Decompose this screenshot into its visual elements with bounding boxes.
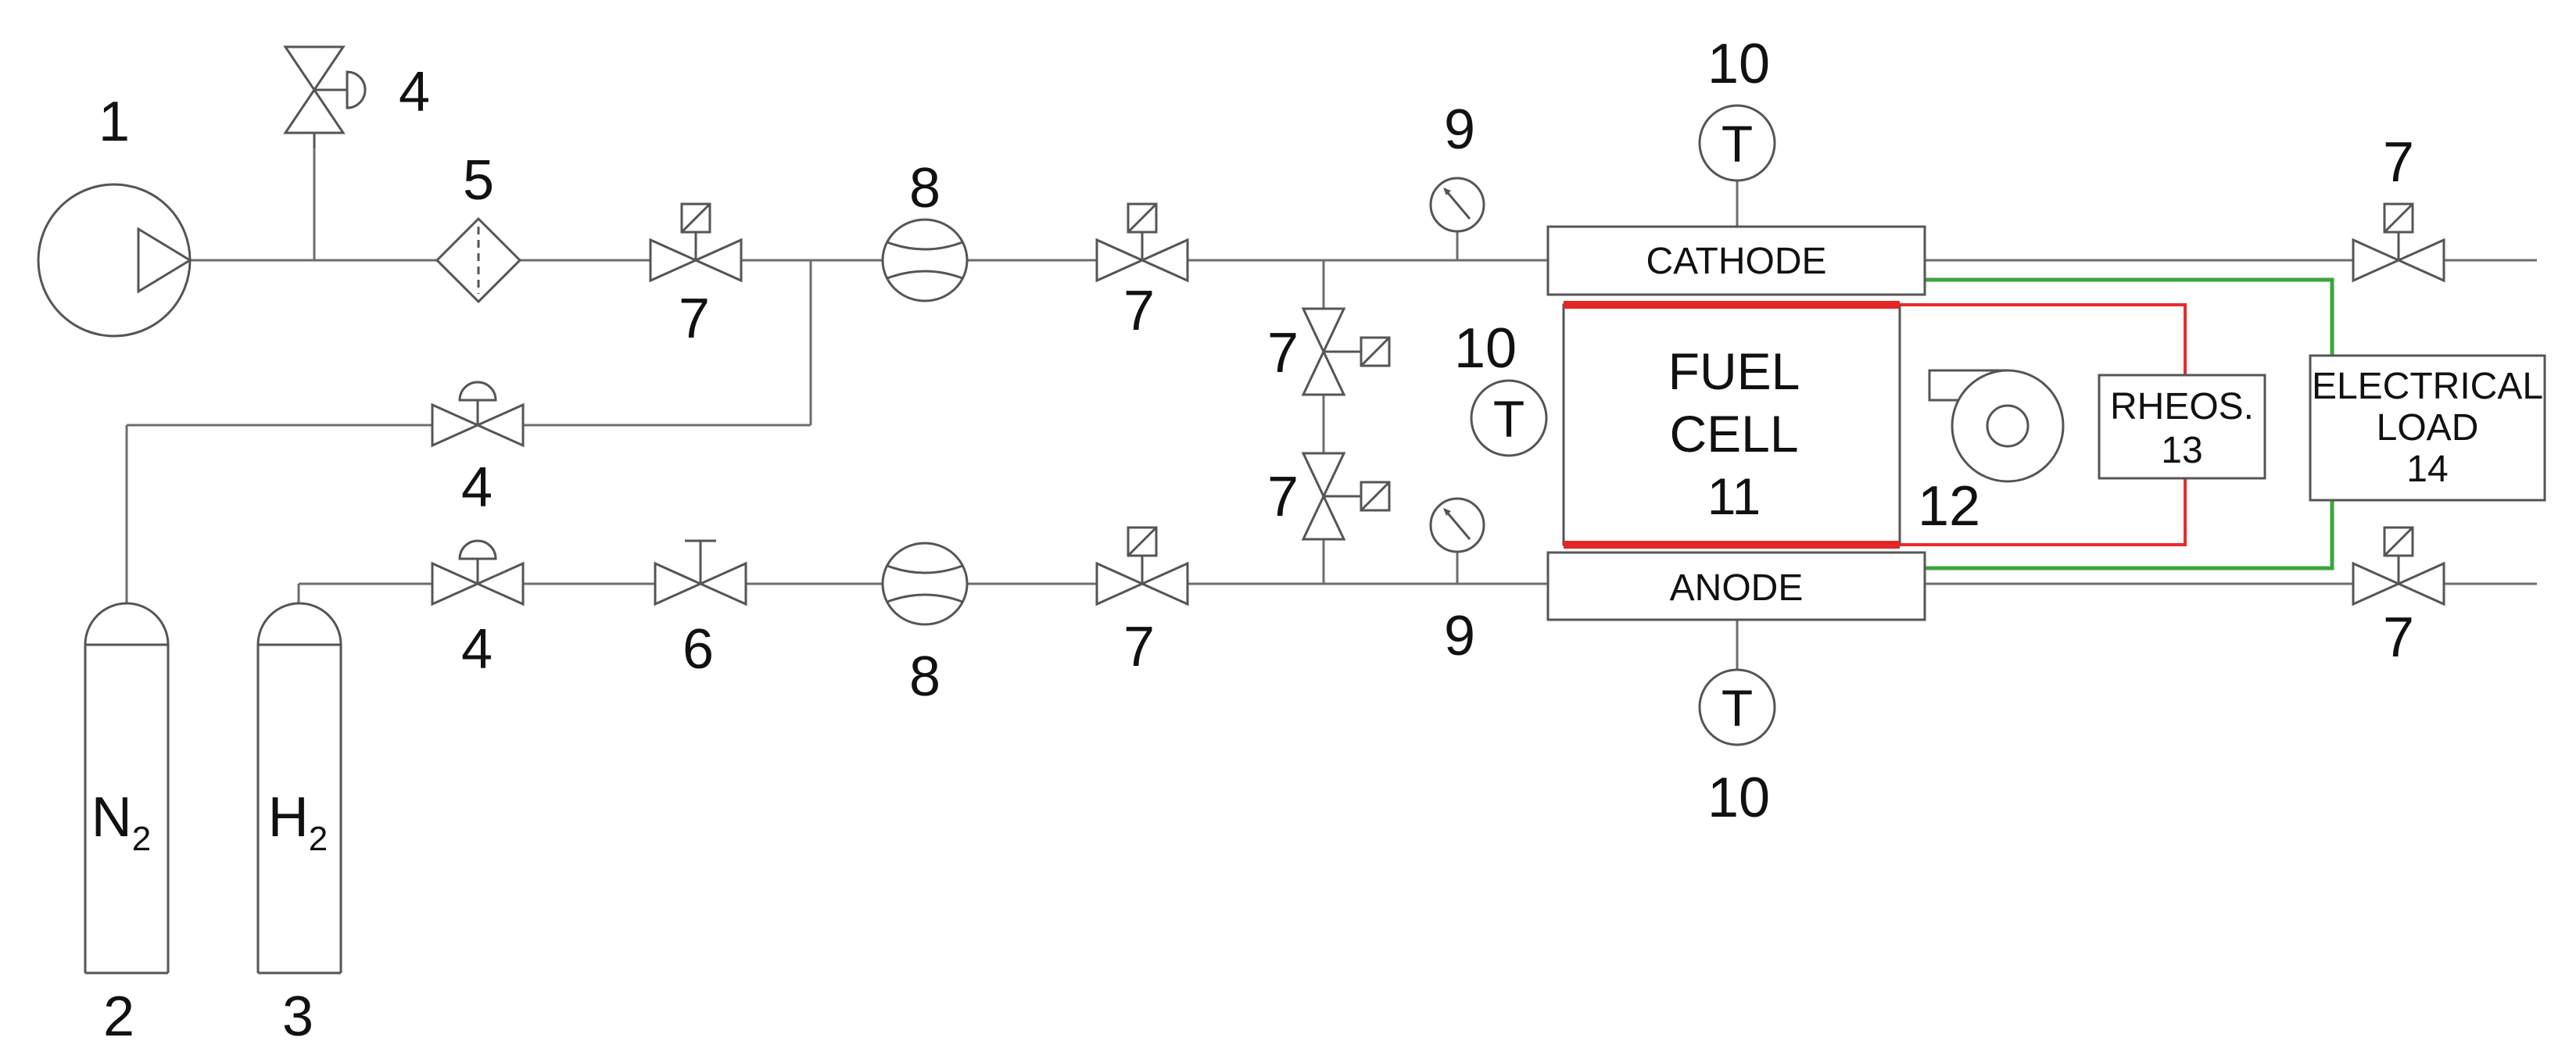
solenoid-valve-air — [649, 202, 743, 283]
label-temp-anode: 10 — [1707, 767, 1770, 829]
rheostat-number: 13 — [2161, 430, 2202, 471]
label-gauge-cathode: 9 — [1444, 98, 1475, 161]
label-solenoid-bypass-top: 7 — [1267, 322, 1299, 385]
label-regulator-n2: 4 — [461, 456, 493, 519]
label-solenoid-anode-in: 7 — [1123, 616, 1155, 678]
fuel-cell-label-line2: CELL — [1669, 405, 1798, 463]
label-relief-valve: 4 — [399, 61, 430, 123]
label-solenoid-cathode-out: 7 — [2383, 131, 2414, 194]
temperature-sensor-label: T — [1722, 115, 1753, 173]
electrical-load-number: 14 — [2406, 449, 2448, 490]
n2-label: N2 — [91, 786, 151, 858]
solenoid-valve-cathode-outlet — [2352, 202, 2445, 283]
pressure-gauge-anode — [1429, 497, 1485, 553]
temperature-sensor-label: T — [1493, 390, 1524, 448]
label-temp-cell: 10 — [1454, 317, 1517, 380]
label-compressor: 1 — [99, 91, 130, 153]
wiring — [1900, 277, 2334, 570]
anode-block: ANODE — [1546, 551, 1926, 621]
label-fan: 12 — [1918, 475, 1980, 538]
electrical-load-label-line2: LOAD — [2377, 407, 2479, 449]
rheostat-label: RHEOS. — [2110, 386, 2254, 427]
label-solenoid-air: 7 — [679, 288, 710, 350]
temperature-sensor-cathode: T — [1698, 104, 1776, 182]
label-h2-cylinder: 3 — [282, 985, 313, 1048]
relief-valve — [283, 45, 367, 148]
n2-cylinder: N2 — [84, 602, 170, 975]
load-wire — [1925, 277, 2334, 356]
compressor — [37, 183, 192, 338]
pressure-regulator-h2 — [431, 539, 525, 606]
label-solenoid-cathode-in: 7 — [1123, 280, 1155, 342]
filter — [435, 216, 522, 304]
label-flowmeter-air: 8 — [909, 157, 940, 220]
temperature-sensor-cell: T — [1470, 379, 1548, 457]
fuel-cell-block: FUEL CELL 11 — [1562, 301, 1901, 549]
cathode-label: CATHODE — [1646, 241, 1826, 282]
rheostat-wire — [1900, 303, 2187, 388]
load-wire — [1925, 500, 2334, 570]
temperature-sensor-label: T — [1722, 679, 1753, 737]
solenoid-valve-anode-inlet — [1095, 526, 1189, 606]
electrical-load-label-line1: ELECTRICAL — [2312, 366, 2543, 407]
rheostat-block: RHEOS. 13 — [2098, 374, 2266, 480]
fuel-cell-number: 11 — [1707, 467, 1761, 525]
h2-label: H2 — [268, 786, 328, 858]
needle-valve — [654, 539, 747, 606]
label-solenoid-anode-out: 7 — [2383, 606, 2414, 669]
solenoid-valve-cathode-inlet — [1095, 202, 1189, 283]
label-needle-valve: 6 — [683, 618, 714, 681]
label-gauge-anode: 9 — [1444, 605, 1475, 667]
anode-label: ANODE — [1670, 567, 1804, 609]
electrical-load-block: ELECTRICAL LOAD 14 — [2309, 354, 2546, 502]
cathode-block: CATHODE — [1546, 225, 1926, 296]
pressure-gauge-cathode — [1429, 177, 1485, 233]
component-numbers: 1 2 3 4 4 4 5 6 7 7 7 7 7 7 7 8 8 9 9 10… — [99, 33, 2414, 1048]
label-flowmeter-h2: 8 — [909, 646, 940, 708]
solenoid-valve-bypass-top — [1301, 307, 1391, 396]
solenoid-valve-bypass-bottom — [1301, 452, 1391, 541]
cooling-fan — [1928, 369, 2065, 483]
fuel-cell-label-line1: FUEL — [1668, 342, 1800, 400]
label-solenoid-bypass-bottom: 7 — [1267, 466, 1299, 528]
label-n2-cylinder: 2 — [103, 985, 134, 1048]
label-filter: 5 — [463, 149, 494, 212]
solenoid-valve-anode-outlet — [2352, 526, 2445, 606]
label-regulator-h2: 4 — [461, 618, 493, 681]
flowmeter-h2 — [881, 542, 969, 626]
pressure-regulator-n2 — [431, 381, 525, 448]
temperature-sensor-anode: T — [1698, 668, 1776, 746]
rheostat-wire — [1900, 479, 2187, 546]
flowmeter-air — [881, 218, 969, 302]
label-temp-cathode: 10 — [1707, 33, 1770, 95]
h2-cylinder: H2 — [256, 602, 342, 975]
